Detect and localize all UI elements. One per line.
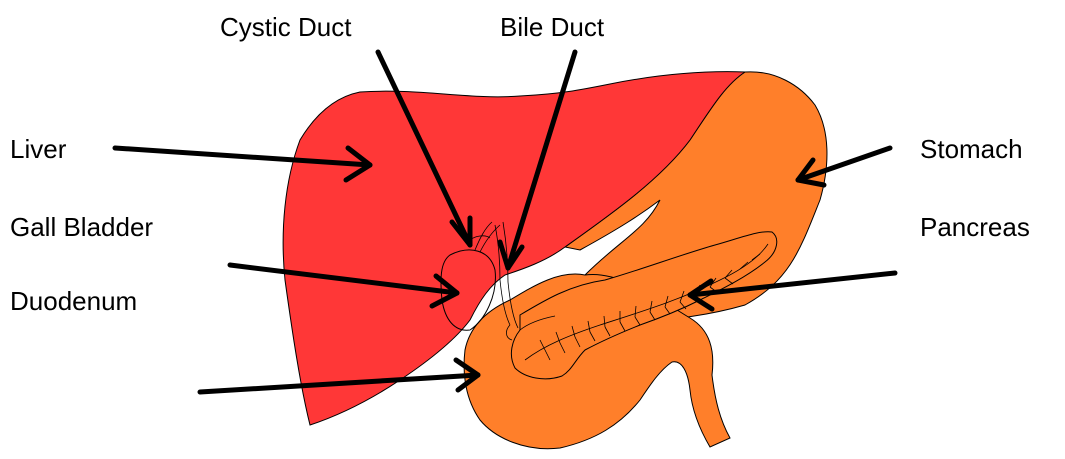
gall-bladder-label: Gall Bladder (10, 212, 153, 242)
pancreas-label: Pancreas (920, 212, 1030, 242)
cystic-duct-label: Cystic Duct (220, 12, 351, 42)
duodenum-label: Duodenum (10, 286, 137, 316)
bile-duct-label: Bile Duct (500, 12, 604, 42)
stomach-label: Stomach (920, 134, 1023, 164)
liver-label: Liver (10, 134, 66, 164)
